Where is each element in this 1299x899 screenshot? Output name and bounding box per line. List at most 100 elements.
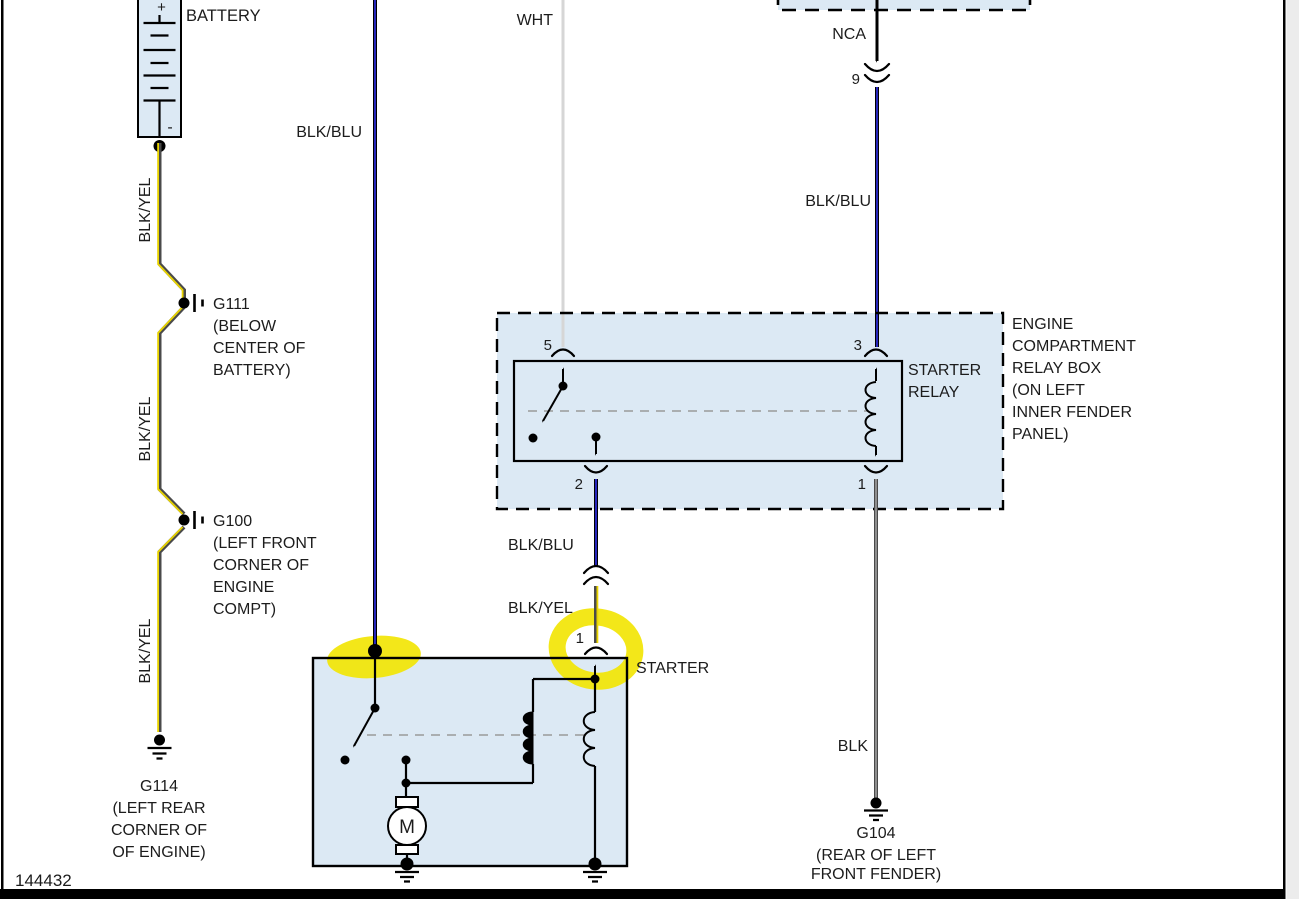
ground-g111: G111 (BELOW CENTER OF BATTERY) [178,294,306,379]
starter-outline [311,656,629,868]
wire-blkyel-to-starter [594,586,599,643]
connector-mid-half-upper [582,564,610,575]
battery-symbol: + - BATTERY [137,0,261,152]
ground-g114-desc-line: CORNER OF [111,822,207,839]
ground-g100-desc-line: COMPT) [213,601,276,618]
wire-label-nca: NCA [832,26,866,43]
starter-ground-bars-right [583,870,607,883]
ground-g104-bars [864,809,888,822]
wire-label-blkyel-starter: BLK/YEL [508,600,573,617]
ground-g100-desc-line: (LEFT FRONT [213,535,317,552]
starter-relay-name-line: RELAY [908,384,960,401]
frame-right-border [1283,0,1286,899]
connector-mid-half-lower [582,575,610,586]
upper-module-outline [776,0,1032,12]
ground-g114: G114 (LEFT REAR CORNER OF OF ENGINE) [111,734,207,861]
relay-pin1-connector-arc [863,464,889,474]
ground-g100: G100 (LEFT FRONT CORNER OF ENGINE COMPT) [178,511,317,618]
frame-left-border [1,0,4,899]
relay-pin1-label: 1 [858,476,866,493]
starter-pin1-connector-arc [583,646,609,656]
starter-switch-contact-dot [340,755,350,765]
motor-letter: M [399,817,415,838]
ground-g100-dot [178,514,190,526]
ground-g100-desc-line: CORNER OF [213,557,309,574]
wire-blkyel-ground-chain [157,143,186,732]
relay-pin2-label: 2 [575,476,583,493]
relay-switch-contact-dot [528,433,538,443]
relay-pin3-connector-arc [863,348,889,358]
relay-switch-arm [543,385,564,421]
ground-g104-dot [870,797,882,809]
starter-relay-name-line: STARTER [908,362,981,379]
relay-pin5-connector-arc [550,348,576,358]
connector-9-half-upper [863,62,891,73]
ground-g100-name: G100 [213,513,252,530]
relay-pin2-connector-arc [583,464,609,474]
starter-assembly: 1 STARTER M [311,630,709,883]
wire-blkyel-base [157,143,186,732]
starter-internal-wires [404,677,595,785]
wire-label-blkyel-2: BLK/YEL [137,396,154,461]
ground-g104: G104 (REAR OF LEFT FRONT FENDER) [811,797,941,883]
relay-box-label-line: INNER FENDER [1012,404,1132,421]
connector-9-pin-label: 9 [852,71,860,88]
relay-box-dashed-outline [495,311,1005,511]
ground-g111-bars [193,294,204,312]
figure-number: 144432 [15,871,72,890]
upper-module-fill [778,0,1030,10]
battery-label: BATTERY [186,7,261,25]
relay-box-label-line: ENGINE [1012,316,1073,333]
wire-label-blkblu-right: BLK/BLU [805,193,871,210]
ground-g104-name: G104 [856,825,895,842]
relay-box-label-line: COMPARTMENT [1012,338,1136,355]
frame-bottom-bar [0,889,1285,899]
battery-plus-terminal: + [157,0,166,16]
ground-g114-dot [154,734,165,746]
relay-coil [864,381,877,447]
starter-label: STARTER [636,660,709,677]
ground-g111-desc-line: (BELOW [213,318,277,335]
inline-connector-9 [863,62,891,84]
starter-pullin-winding [522,711,534,765]
wire-label-blk: BLK [838,738,869,755]
ground-g111-desc-line: BATTERY) [213,362,291,379]
battery-minus-terminal: - [167,119,172,136]
inline-connector-mid [582,564,610,586]
wire-blkyel-stripe [157,143,184,732]
ground-g100-desc-line: ENGINE [213,579,274,596]
engine-compartment-relay-box: 5 2 3 1 STARTER RELAY ENGINE COMPARTMENT… [495,311,1136,511]
right-edge-strip [1286,0,1299,899]
motor-brush-bottom [395,844,419,855]
connector-9-half-lower [863,73,891,84]
ground-g114-name: G114 [140,778,178,795]
ground-g114-desc-line: (LEFT REAR [112,800,205,817]
wire-label-blkblu-left: BLK/BLU [296,124,362,141]
starter-ground-dot-left [400,857,414,871]
ground-g111-dot [178,297,190,309]
starter-ground-bars-left [395,870,419,883]
starter-ground-dot-right [588,857,602,871]
ground-g111-name: G111 [213,296,250,313]
starter-switch-arm [354,707,376,746]
relay-box-label-line: (ON LEFT [1012,382,1085,399]
ground-g104-desc-line: (REAR OF LEFT [816,847,936,864]
ground-g114-bars [147,746,172,760]
ground-g111-desc-line: CENTER OF [213,340,306,357]
motor-brush-top [395,796,419,808]
relay-box-label-line: RELAY BOX [1012,360,1102,377]
wire-label-wht: WHT [517,12,554,29]
wire-label-blkyel-1: BLK/YEL [137,177,154,242]
ground-g114-desc-line: OF ENGINE) [112,844,205,861]
relay-pin5-label: 5 [544,337,552,354]
wire-label-blkyel-3: BLK/YEL [137,618,154,683]
wire-label-blkblu-mid: BLK/BLU [508,537,574,554]
starter-holdin-winding [582,711,596,767]
starter-pin1-label: 1 [576,630,584,647]
starter-box-fill [313,658,627,866]
battery-cells [143,15,176,137]
starter-feed-junction-dot [368,644,382,658]
